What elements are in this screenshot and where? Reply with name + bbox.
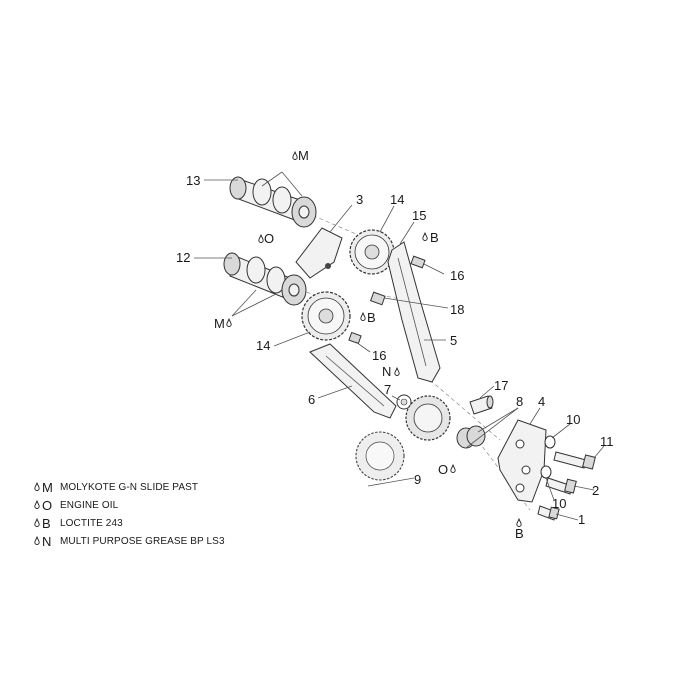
drop-icon: [34, 517, 42, 529]
lubricant-marks: M O M B B N O B: [214, 148, 524, 541]
leader-lines: [194, 171, 605, 521]
callout-15: 15: [412, 208, 426, 223]
callout-17: 17: [494, 378, 508, 393]
callout-7: 7: [384, 382, 391, 397]
callout-10-upper: 10: [566, 412, 580, 427]
callout-9: 9: [414, 472, 421, 487]
lower-camshaft: [223, 252, 307, 306]
lube-mark-o-low: O: [438, 462, 448, 477]
chain-guide: [387, 241, 441, 383]
legend-letter: O: [42, 497, 53, 513]
washer: [396, 394, 412, 410]
callout-14-lower: 14: [256, 338, 270, 353]
legend-row-n: N MULTI PURPOSE GREASE BP LS3: [34, 532, 294, 550]
callout-13: 13: [186, 173, 200, 188]
legend-text: MOLYKOTE G-N SLIDE PAST: [60, 481, 199, 493]
lower-sprocket: [301, 291, 351, 341]
support-plate: [497, 419, 547, 503]
upper-camshaft: [229, 176, 317, 228]
bracket-plate: [295, 227, 343, 279]
legend-row-m: M MOLYKOTE G-N SLIDE PAST: [34, 478, 294, 496]
drop-icon: [34, 499, 42, 511]
drop-icon: [34, 535, 42, 547]
drop-icon: [34, 481, 42, 493]
bolts-and-washers: [537, 435, 596, 521]
callout-12: 12: [176, 250, 190, 265]
callout-3: 3: [356, 192, 363, 207]
lube-mark-b-mid: B: [367, 310, 376, 325]
upper-sprocket: [349, 229, 395, 275]
legend-letter: B: [42, 515, 51, 531]
callout-16-upper: 16: [450, 268, 464, 283]
chain-slider: [309, 343, 397, 419]
callout-16-lower: 16: [372, 348, 386, 363]
callout-4: 4: [538, 394, 545, 409]
legend-letter: M: [42, 479, 53, 495]
callout-10-lower: 10: [552, 496, 566, 511]
callout-18: 18: [450, 302, 464, 317]
callout-6: 6: [308, 392, 315, 407]
pin: [469, 395, 494, 415]
drive-gears: [355, 395, 451, 481]
callout-5: 5: [450, 333, 457, 348]
lube-mark-b-top: B: [430, 230, 439, 245]
lube-mark-n-mid: N: [382, 364, 391, 379]
lube-mark-o-top: O: [264, 231, 274, 246]
callout-14-upper: 14: [390, 192, 404, 207]
legend-text: LOCTITE 243: [60, 517, 123, 529]
lube-mark-b-low: B: [515, 526, 524, 541]
screws: [348, 255, 426, 345]
callout-numbers: 13 12 3 14 15 16 18 5 14 16 6 7 17 8 4 1…: [176, 173, 614, 527]
legend-letter: N: [42, 533, 52, 549]
callout-8: 8: [516, 394, 523, 409]
needle-bearings: [456, 425, 486, 449]
legend-text: MULTI PURPOSE GREASE BP LS3: [60, 535, 225, 547]
legend-row-o: O ENGINE OIL: [34, 496, 294, 514]
lube-mark-m-mid: M: [214, 316, 225, 331]
callout-2: 2: [592, 483, 599, 498]
legend-text: ENGINE OIL: [60, 499, 119, 511]
callout-1: 1: [578, 512, 585, 527]
lube-mark-m-top: M: [298, 148, 309, 163]
legend-row-b: B LOCTITE 243: [34, 514, 294, 532]
callout-11: 11: [600, 434, 614, 449]
lubricant-legend: M MOLYKOTE G-N SLIDE PAST O ENGINE OIL B…: [34, 478, 294, 550]
